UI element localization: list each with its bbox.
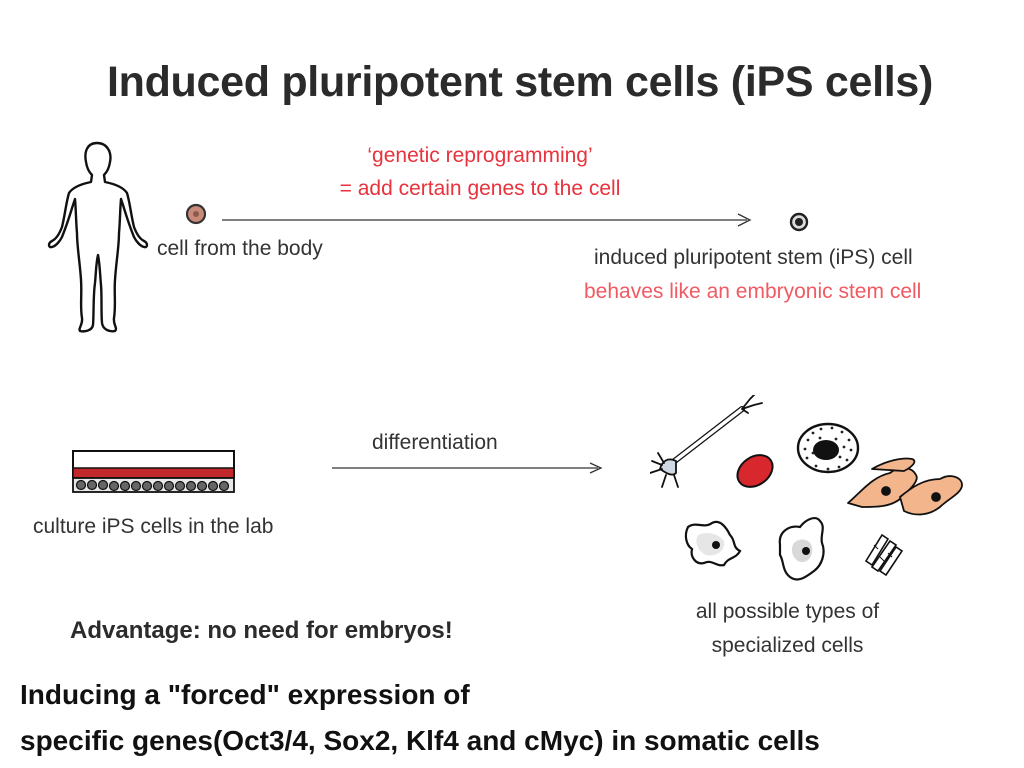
ips-behaves-label: behaves like an embryonic stem cell [584, 280, 922, 303]
body-cell-icon [185, 203, 207, 225]
body-cell-label: cell from the body [157, 237, 323, 260]
ips-cell-label: induced pluripotent stem (iPS) cell [594, 246, 913, 269]
reprogramming-description: = add certain genes to the cell [339, 177, 621, 200]
fibroblast-cells-icon [847, 457, 963, 516]
white-blood-cell-icon [796, 422, 860, 474]
macrophage-icon [684, 520, 742, 567]
advantage-statement: Advantage: no need for embryos! [70, 617, 453, 644]
neuron-icon [650, 395, 763, 488]
ips-cell-icon [789, 212, 809, 232]
differentiation-label: differentiation [372, 431, 498, 454]
culture-label: culture iPS cells in the lab [33, 515, 274, 538]
bottom-caption-line2: specific genes(Oct3/4, Sox2, Klf4 and cM… [20, 725, 820, 756]
irregular-cell-icon [778, 517, 825, 581]
muscle-fiber-icon [864, 533, 904, 577]
bottom-caption-line1: Inducing a "forced" expression of [20, 679, 470, 710]
reprogramming-arrow [222, 213, 752, 227]
specialized-cells-illustration [650, 395, 963, 581]
page-title: Induced pluripotent stem cells (iPS cell… [106, 58, 934, 106]
human-figure-icon [47, 141, 149, 333]
differentiation-arrow [332, 462, 603, 474]
specialized-cells-label-2: specialized cells [711, 634, 864, 657]
specialized-cells-label: all possible types of [695, 600, 880, 623]
reprogramming-label: ‘genetic reprogramming’ [367, 144, 593, 167]
red-blood-cell-icon [736, 454, 774, 488]
culture-dish-icon [72, 450, 235, 493]
